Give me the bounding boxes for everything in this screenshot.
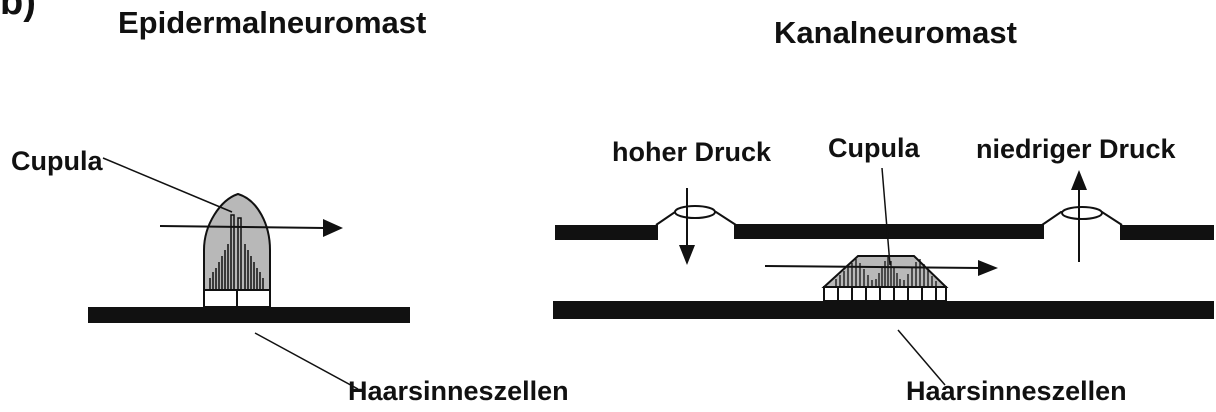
canal-wall-upper-2 (734, 224, 1044, 239)
hair-cell-base-left (203, 289, 271, 308)
flow-arrow-right (764, 260, 998, 276)
high-pressure-arrow (679, 188, 695, 265)
title-canal: Kanalneuromast (774, 15, 1017, 50)
high-pressure-label: hoher Druck (612, 137, 772, 167)
cupula-leader-left (102, 157, 233, 213)
cells-label-right: Haarsinneszellen (906, 376, 1127, 406)
low-pressure-label: niedriger Druck (976, 134, 1176, 164)
cupula-label-right: Cupula (828, 133, 920, 163)
hair-cell-base-right (823, 286, 947, 302)
epidermal-neuromast (88, 157, 410, 390)
panel-label: b) (0, 0, 36, 23)
cells-leader-left (254, 332, 359, 390)
cells-leader-right (897, 329, 946, 386)
canal-pore-left (655, 205, 737, 226)
canal-neuromast (553, 167, 1214, 386)
title-epidermal: Epidermalneuromast (118, 5, 427, 40)
canal-wall-upper-3 (1120, 225, 1214, 240)
cupula-leader-right (881, 167, 891, 266)
cupula-label-left: Cupula (11, 146, 103, 176)
canal-pore-right (1041, 206, 1123, 226)
canal-wall-lower (553, 301, 1214, 319)
epidermis-bar (88, 307, 410, 323)
canal-wall-upper-1 (555, 225, 658, 240)
cells-label-left: Haarsinneszellen (348, 376, 569, 406)
hair-bundles-right (835, 256, 937, 287)
hair-bundles-left (209, 214, 264, 290)
flow-arrow-left (159, 219, 343, 237)
low-pressure-arrow (1071, 170, 1087, 262)
